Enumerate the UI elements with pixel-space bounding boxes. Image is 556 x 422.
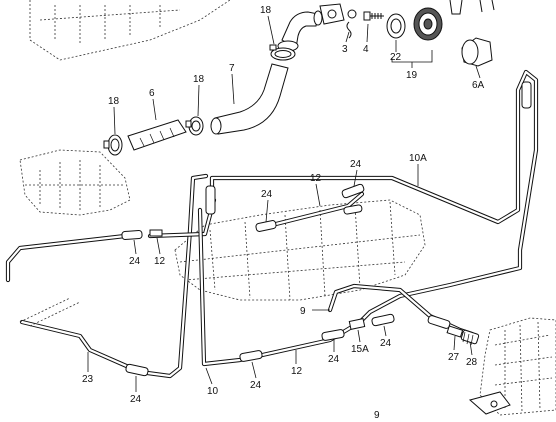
hose-24-c: [341, 183, 365, 199]
label-15A: 15A: [351, 344, 369, 355]
label-9-middle: 9: [300, 306, 306, 317]
fuel-tank-outline: [174, 199, 426, 301]
label-19: 19: [406, 70, 418, 81]
label-22: 22: [390, 52, 402, 63]
label-24-tank: 24: [261, 189, 273, 200]
union-27: [446, 325, 464, 338]
connector-12-small: [149, 229, 163, 237]
label-18-middle: 18: [193, 74, 205, 85]
leader-lines: [87, 15, 481, 392]
flange-part: [319, 3, 345, 25]
screw-4-part: [363, 11, 384, 21]
hose-24-e: [371, 313, 395, 327]
hose-24-i: [521, 81, 532, 109]
part-labels: 18 3 4 22 19 6A 18 6 18 7 10A 24 12 24 2…: [82, 5, 485, 421]
fuel-line-10A: [209, 69, 539, 325]
bracket-top-right: [449, 0, 495, 15]
label-18-top: 18: [260, 5, 272, 16]
elbow-connector-part: [277, 10, 323, 52]
hose-24-b: [255, 220, 277, 232]
hose-24-a: [121, 230, 143, 240]
label-7: 7: [229, 63, 235, 74]
label-23: 23: [82, 374, 94, 385]
engine-side-outline: [19, 149, 131, 216]
fuel-line-12: [147, 191, 365, 239]
hose-7-part: [210, 63, 289, 135]
label-6: 6: [149, 88, 155, 99]
hose-24-j: [427, 315, 451, 329]
label-18-left: 18: [108, 96, 120, 107]
hose-clamp-middle: [185, 116, 204, 136]
hose-6-part: [127, 119, 187, 151]
hose-24-d: [321, 329, 345, 341]
tee-15A: [348, 318, 366, 330]
label-3: 3: [342, 44, 348, 55]
seal-ring-22-part: [386, 13, 406, 39]
label-9-bottom: 9: [374, 410, 380, 421]
label-28: 28: [466, 357, 478, 368]
label-24-lower-mid: 24: [328, 354, 340, 365]
label-12-left: 12: [154, 256, 166, 267]
hose-clamp-top: [269, 44, 296, 61]
bracket-9: [468, 391, 511, 415]
label-4: 4: [363, 44, 369, 55]
fuel-line-23: [5, 173, 209, 379]
hose-24-h: [205, 185, 216, 215]
label-10A: 10A: [409, 153, 427, 164]
bolt-3-part: [346, 9, 357, 39]
phantom-line-left: [19, 297, 81, 327]
hose-clamp-left: [103, 134, 123, 156]
label-27: 27: [448, 352, 460, 363]
label-12-top: 12: [310, 173, 322, 184]
cap-6A-part: [461, 37, 493, 67]
label-6A: 6A: [472, 80, 485, 91]
label-10: 10: [207, 386, 219, 397]
label-24-top: 24: [350, 159, 362, 170]
label-24-bottom: 24: [250, 380, 262, 391]
label-24-left: 24: [129, 256, 141, 267]
hose-24-k: [343, 204, 363, 215]
gearbox-outline: [479, 317, 556, 416]
end-fitting-28: [460, 329, 480, 346]
label-24-bottom-left: 24: [130, 394, 142, 405]
engine-block-outline: [29, 0, 231, 61]
hose-24-f: [125, 363, 149, 377]
label-12-bottom: 12: [291, 366, 303, 377]
pulley-19-part: [413, 7, 443, 41]
label-24-lower-right: 24: [380, 338, 392, 349]
hose-24-g: [239, 350, 263, 362]
fuel-line-10: [197, 207, 363, 367]
